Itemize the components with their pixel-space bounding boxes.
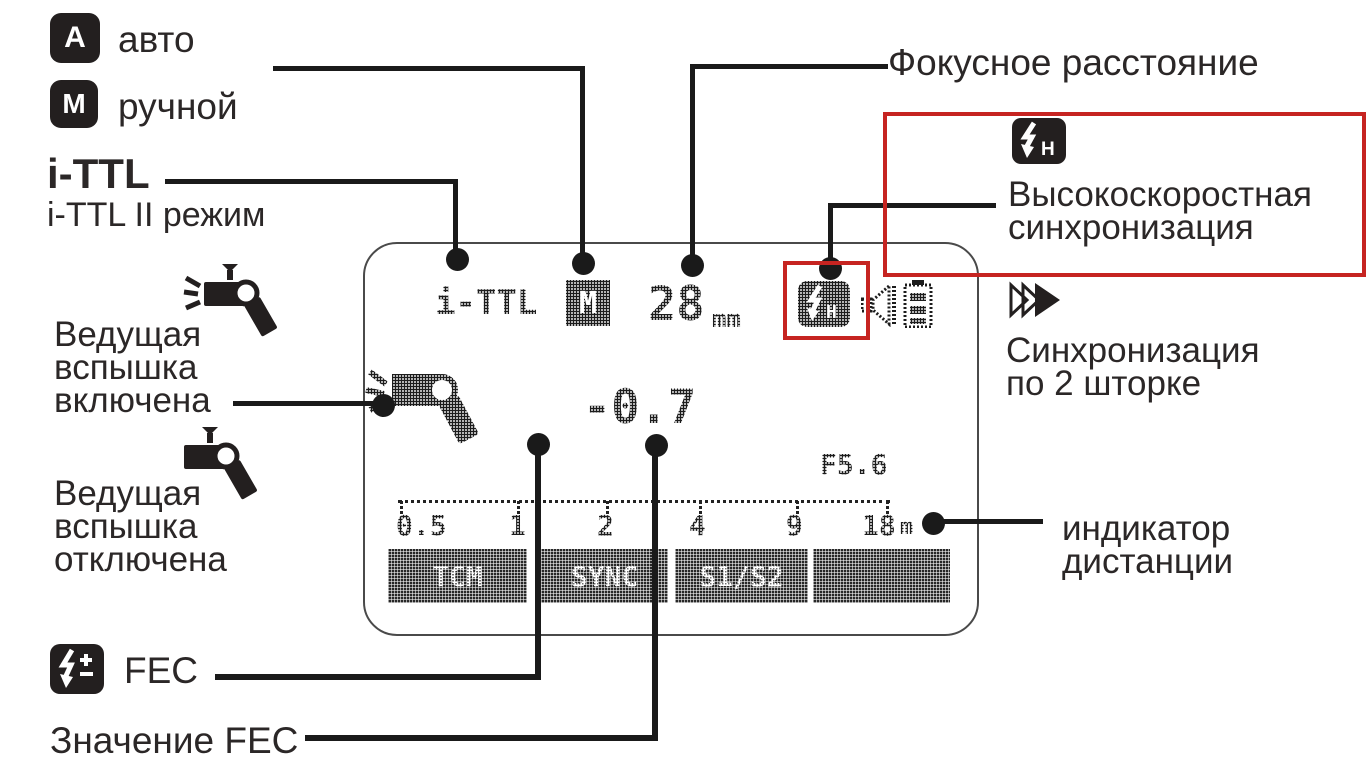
hss-icon: H [1012, 118, 1066, 164]
distance-indicator-label: индикатор дистанции [1062, 509, 1234, 581]
softkey-sync: SYNC [541, 549, 668, 603]
scale-tick [606, 501, 609, 514]
softkey-s1s2: S1/S2 [675, 549, 808, 603]
callout-line-distance [933, 519, 1043, 524]
hss-lcd-highlight-box [783, 261, 870, 340]
softkey-s1s2-label: S1/S2 [699, 559, 784, 593]
fec-label: FEC [124, 650, 198, 691]
callout-dot-distance [922, 512, 945, 535]
distance-scale-line [398, 500, 890, 503]
manual-mode-icon: M [50, 80, 98, 128]
softkey-tcm-label: TCM [432, 559, 483, 593]
scale-tick [400, 501, 403, 514]
hss-line1: Высокоскоростная [1008, 175, 1312, 214]
ittl-subtitle: i-TTL II режим [47, 196, 266, 234]
callout-dot-fecvalue [645, 434, 668, 457]
callout-line-master-on [233, 401, 383, 406]
lcd-master-flash-icon [364, 364, 484, 452]
hss-label: Высокоскоростная синхронизация [1008, 175, 1312, 247]
scale-tick [517, 501, 520, 514]
scale-tick [796, 501, 799, 514]
scale-label-2: 2 [597, 509, 614, 542]
master-on-line1: Ведущая [54, 315, 202, 354]
callout-dot-master [372, 394, 395, 417]
distance-line1: индикатор [1062, 509, 1231, 548]
callout-line-am-v [580, 66, 585, 263]
master-off-line2: вспышка [54, 507, 198, 546]
lcd-hss-letter: H [826, 302, 837, 323]
master-on-line2: вспышка [54, 348, 198, 387]
lcd-manual-zoom-letter: M [578, 285, 598, 321]
auto-mode-letter: A [64, 21, 86, 54]
callout-line-focal [692, 64, 888, 69]
distance-line2: дистанции [1062, 542, 1234, 581]
lcd-mode-text: i-TTL [435, 283, 538, 323]
scale-tick [699, 501, 702, 514]
hss-line2: синхронизация [1008, 208, 1254, 247]
scale-tick [886, 501, 889, 514]
lcd-fec-value: -0.7 [583, 380, 697, 435]
callout-line-hss-v [828, 203, 833, 268]
scale-label-1: 1 [509, 509, 526, 542]
lcd-aperture: F5.6 [820, 448, 888, 481]
lcd-hss-icon: H [798, 281, 850, 327]
focal-length-label: Фокусное расстояние [888, 42, 1259, 83]
callout-line-fecvalue [305, 735, 658, 741]
master-off-line1: Ведущая [54, 474, 202, 513]
callout-dot-ittl [446, 248, 469, 271]
curtain-line1: Синхронизация [1006, 331, 1260, 370]
callout-dot-mode [572, 252, 595, 275]
scale-label-9: 9 [786, 509, 803, 542]
scale-unit: m [900, 515, 914, 540]
lcd-manual-zoom-badge: M [566, 280, 610, 326]
hss-icon-letter: H [1041, 139, 1055, 160]
master-flash-on-icon [182, 262, 280, 342]
callout-line-focal-v [690, 64, 695, 265]
callout-dot-fec [527, 433, 550, 456]
second-curtain-icon [1008, 281, 1072, 319]
softkey-blank [813, 549, 950, 603]
callout-line-fec [215, 674, 541, 680]
scale-label-4: 4 [689, 509, 706, 542]
manual-mode-label: ручной [118, 86, 238, 127]
callout-dot-focal [681, 254, 704, 277]
battery-icon [903, 280, 933, 328]
second-curtain-label: Синхронизация по 2 шторке [1006, 331, 1260, 403]
auto-mode-icon: A [50, 13, 100, 63]
softkey-tcm: TCM [388, 549, 527, 603]
fec-icon [50, 644, 104, 694]
softkey-sync-label: SYNC [570, 559, 639, 593]
master-on-line3: включена [54, 381, 211, 420]
lcd-focal-value: 28 [648, 277, 705, 332]
callout-line-fec-v [535, 444, 541, 680]
callout-line-am [273, 66, 585, 71]
callout-line-ittl-v [453, 179, 458, 259]
master-flash-off-icon [178, 425, 258, 503]
callout-line-ittl [165, 179, 457, 184]
ittl-title: i-TTL [47, 150, 150, 197]
master-off-line3: отключена [54, 540, 227, 579]
master-on-label: Ведущая вспышка включена [54, 315, 211, 420]
lcd-focal-unit: mm [712, 305, 741, 333]
master-off-label: Ведущая вспышка отключена [54, 474, 227, 579]
callout-line-fecvalue-v [652, 445, 658, 741]
fec-value-label: Значение FEC [50, 720, 299, 761]
scale-label-18: 18 [862, 509, 896, 542]
auto-mode-label: авто [118, 19, 195, 60]
hss-highlight-box [883, 112, 1366, 277]
curtain-line2: по 2 шторке [1006, 364, 1202, 403]
manual-mode-letter: M [62, 88, 86, 119]
callout-line-hss [832, 203, 996, 208]
scale-label-0.5: 0.5 [396, 509, 447, 542]
